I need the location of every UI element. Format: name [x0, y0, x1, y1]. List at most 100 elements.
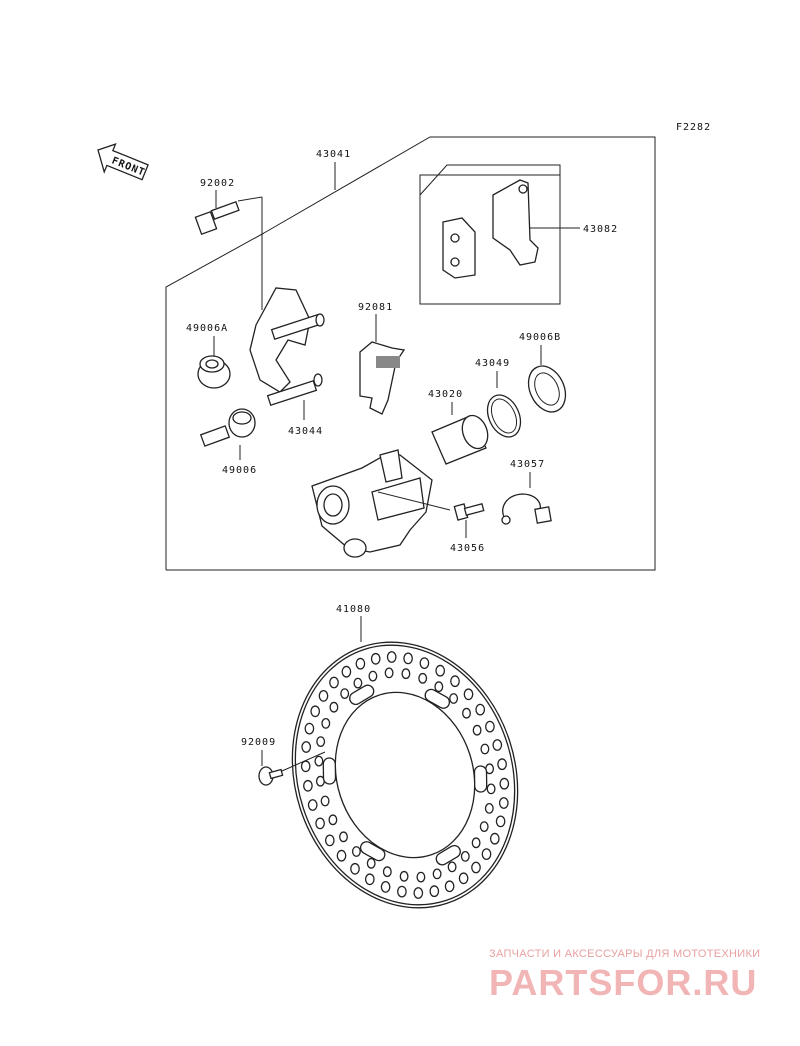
part-label-43020: 43020 — [428, 389, 463, 400]
disc-hole — [471, 861, 481, 874]
watermark-logo: PARTSFOR.RU — [489, 962, 758, 1003]
disc-hole — [324, 834, 335, 847]
disc-hole — [329, 676, 339, 689]
disc-hole — [307, 799, 318, 811]
watermark-caption: ЗАПЧАСТИ И АКСЕССУАРЫ ДЛЯ МОТОТЕХНИКИ — [489, 948, 761, 960]
part-label-92009: 92009 — [241, 737, 276, 748]
disc-hole — [300, 760, 311, 773]
part-label-43082: 43082 — [583, 224, 618, 235]
part-label-43057: 43057 — [510, 459, 545, 470]
disc-hole — [351, 846, 361, 857]
disc-hole — [479, 821, 489, 832]
disc-hole — [401, 668, 411, 680]
disc-hole — [463, 688, 474, 701]
disc-hole — [499, 777, 510, 790]
disc-hole — [303, 779, 313, 792]
disc-hole — [434, 681, 444, 693]
disc-hole — [429, 885, 440, 898]
part-label-41080: 41080 — [336, 604, 371, 615]
disc-hole — [399, 870, 409, 882]
disc-slot — [435, 844, 461, 866]
disc-hole — [397, 885, 407, 898]
disc-hole — [403, 652, 413, 665]
disc-hole — [418, 672, 428, 684]
caliper-assembly-frame — [165, 136, 656, 571]
disc-hole — [458, 872, 469, 885]
disc-hole — [485, 720, 495, 733]
disc-hole — [328, 814, 338, 826]
disc-hole — [472, 724, 482, 736]
disc-hole — [364, 873, 375, 886]
pad-spring-92081 — [359, 341, 406, 415]
disc-hole — [315, 817, 325, 830]
disc-hole — [444, 880, 455, 893]
disc-hole — [318, 690, 329, 702]
disc-hole — [304, 722, 315, 735]
disc-hole — [350, 862, 360, 875]
boot-49006A — [197, 355, 231, 389]
disc-hole — [336, 849, 347, 862]
disc-hole — [481, 848, 492, 860]
disc-hole — [450, 675, 460, 688]
disc-slot — [359, 841, 386, 862]
part-label-43041: 43041 — [316, 149, 351, 160]
disc-hole — [449, 693, 459, 704]
disc-slot — [424, 688, 451, 709]
disc-hole — [475, 703, 486, 716]
disc-hole — [329, 701, 339, 713]
disc-hole — [320, 795, 330, 807]
disc-hole — [462, 707, 471, 719]
disc-hole — [447, 861, 457, 873]
disc-hole — [480, 743, 490, 755]
bolt-92002 — [194, 200, 240, 236]
caliper-body — [311, 449, 433, 558]
disc-hole — [339, 831, 348, 843]
part-label-49006A: 49006A — [186, 323, 228, 334]
part-label-49006B: 49006B — [519, 332, 561, 343]
disc-hole — [492, 739, 503, 751]
disc-hole — [321, 718, 331, 729]
part-label-43044: 43044 — [288, 426, 323, 437]
disc-hole — [316, 736, 326, 747]
piston-43020 — [431, 414, 489, 465]
part-label-92081: 92081 — [358, 302, 393, 313]
bleeder-cap-43057 — [501, 493, 552, 525]
disc-slot — [473, 765, 488, 793]
seal-49006B — [527, 365, 567, 413]
disc-hole — [416, 871, 426, 883]
disc-hole — [484, 803, 494, 814]
disc-hole — [486, 783, 496, 795]
brake-pad-inset-box — [419, 174, 561, 305]
disc-hole — [435, 664, 446, 677]
brake-disc-41080 — [291, 641, 519, 909]
pin-boot-49006 — [199, 408, 256, 447]
disc-hole — [382, 866, 392, 878]
disc-hole — [384, 667, 394, 679]
disc-hole — [489, 832, 500, 845]
part-label-43049: 43049 — [475, 358, 510, 369]
disc-hole — [419, 657, 430, 669]
disc-bolt-92009 — [258, 766, 284, 786]
disc-hole — [341, 665, 352, 678]
disc-hole — [355, 657, 366, 670]
part-label-43056: 43056 — [450, 543, 485, 554]
seal-43049 — [486, 394, 522, 438]
disc-hole — [413, 887, 424, 899]
bleeder-valve-43056 — [453, 502, 485, 521]
disc-slot — [349, 684, 375, 706]
disc-slot — [322, 757, 337, 785]
disc-hole — [380, 881, 391, 893]
disc-hole — [301, 741, 312, 753]
part-label-92002: 92002 — [200, 178, 235, 189]
caliper-bracket-43044 — [249, 287, 325, 406]
disc-hole — [498, 797, 509, 809]
part-label-49006: 49006 — [222, 465, 257, 476]
disc-hole — [314, 755, 324, 767]
disc-hole — [460, 851, 470, 862]
disc-hole — [386, 651, 397, 663]
disc-hole — [471, 837, 481, 849]
disc-hole — [497, 758, 507, 771]
disc-hole — [495, 815, 506, 828]
disc-hole — [340, 688, 350, 699]
